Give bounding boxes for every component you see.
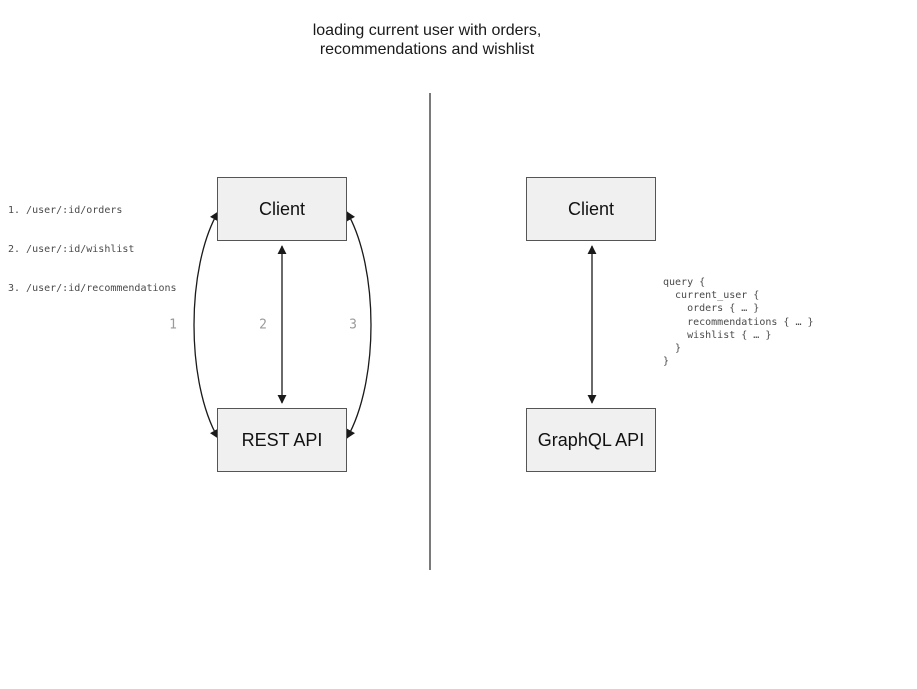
graphql-api-label: GraphQL API: [537, 429, 645, 450]
panel-divider: [429, 93, 431, 570]
graphql-client-box: Client: [526, 177, 656, 241]
rest-client-label: Client: [258, 198, 306, 219]
rest-api-box: REST API: [217, 408, 347, 472]
arrow-label-1: 1: [169, 317, 177, 333]
rest-endpoint-list: 1. /user/:id/orders 2. /user/:id/wishlis…: [8, 178, 177, 321]
rest-api-label: REST API: [241, 429, 323, 450]
rest-client-box: Client: [217, 177, 347, 241]
diagram-title-line2: recommendations and wishlist: [319, 41, 535, 58]
rest-curved-arrow-3: [346, 211, 372, 439]
graphql-client-label: Client: [567, 198, 615, 219]
rest-endpoint-recommendations: 3. /user/:id/recommendations: [8, 283, 177, 294]
rest-curved-arrow-1: [193, 211, 219, 439]
rest-endpoint-orders: 1. /user/:id/orders: [8, 205, 123, 216]
rest-endpoint-wishlist: 2. /user/:id/wishlist: [8, 244, 135, 255]
diagram-title-line1: loading current user with orders,: [312, 22, 542, 39]
arrow-label-3: 3: [349, 317, 357, 333]
diagram-title: loading current user with orders, recomm…: [313, 21, 542, 59]
arrow-label-2: 2: [259, 317, 267, 333]
graphql-api-box: GraphQL API: [526, 408, 656, 472]
graphql-query-code: query { current_user { orders { … } reco…: [663, 277, 814, 368]
